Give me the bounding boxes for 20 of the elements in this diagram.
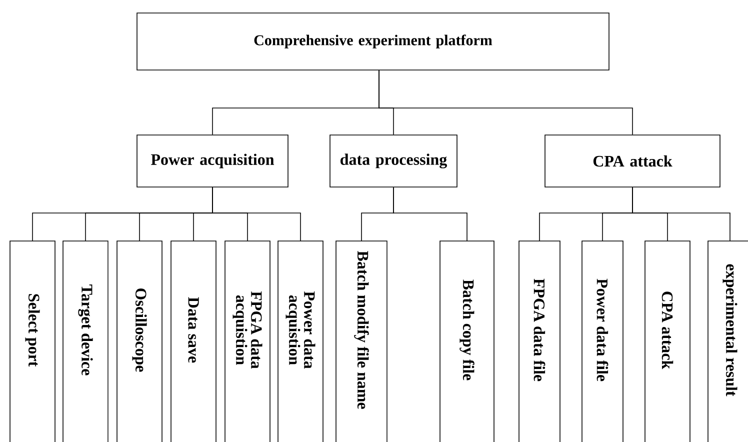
leaf-box: Data save: [170, 240, 216, 442]
leaf-box: Batch modify file name: [336, 240, 388, 442]
connector: [212, 187, 301, 242]
leaf-box: CPA attack: [644, 240, 690, 442]
leaf-box: Select port: [10, 240, 56, 442]
connector: [632, 187, 730, 242]
category-box: CPA attack: [544, 134, 720, 188]
leaf-box: Power data acquistion: [278, 240, 324, 442]
category-box: Power acquisition: [136, 134, 288, 188]
category-box: data processing: [330, 134, 458, 188]
leaf-box: Power data file: [582, 240, 624, 442]
leaf-box: experimental result: [708, 240, 748, 442]
leaf-box: Batch copy file: [440, 240, 494, 442]
leaf-box: FPGA data acquistion: [224, 240, 270, 442]
connector: [378, 70, 633, 135]
leaf-box: Oscilloscope: [116, 240, 162, 442]
connector: [393, 187, 468, 242]
leaf-box: Target device: [62, 240, 108, 442]
leaf-box: FPGA data file: [518, 240, 560, 442]
root-box: Comprehensive experiment platform: [136, 12, 610, 70]
